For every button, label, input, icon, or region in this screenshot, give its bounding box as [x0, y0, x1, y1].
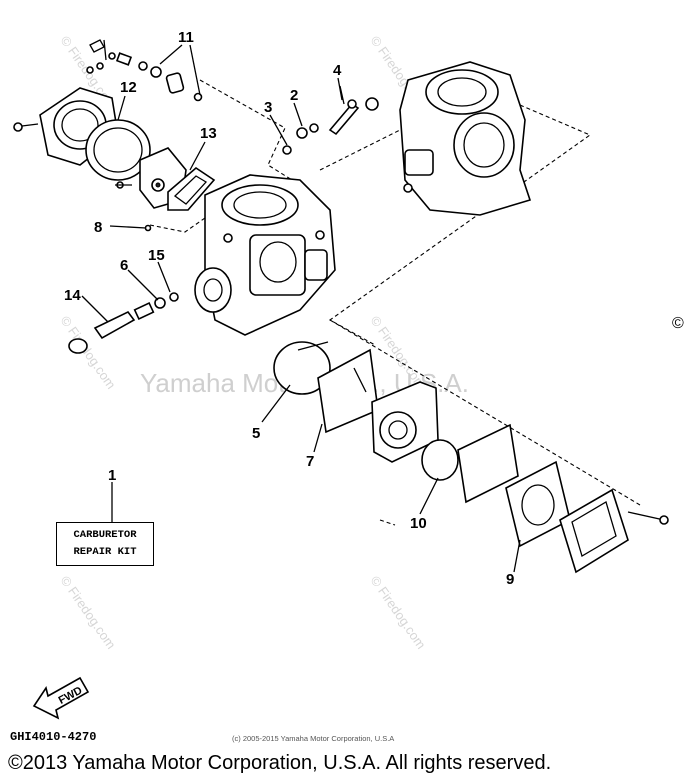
assembly-line-11 [199, 79, 301, 186]
drawing-code: GHI4010-4270 [10, 730, 97, 744]
callout-14: 14 [64, 287, 81, 304]
callout-11: 11 [178, 29, 194, 46]
oring-10 [421, 439, 459, 481]
callout-5: 5 [252, 425, 260, 442]
callout-9: 9 [506, 571, 514, 588]
small-screws-cluster [86, 39, 203, 102]
callout-7: 7 [306, 453, 314, 470]
spring-6 [133, 292, 179, 320]
small-copyright: (c) 2005-2015 Yamaha Motor Corporation, … [232, 734, 395, 743]
repair-kit-label: CARBURETOR REPAIR KIT [56, 522, 154, 566]
carburetor-main [194, 174, 336, 336]
callout-3: 3 [264, 99, 272, 116]
assembly-line-tick [379, 519, 396, 526]
leader-lines [81, 44, 521, 573]
pump-housing [371, 381, 439, 463]
callout-1: 1 [108, 467, 116, 484]
callout-13: 13 [200, 125, 217, 142]
diaphragm-5 [273, 341, 331, 395]
part-2-3 [282, 123, 319, 155]
screw-8 [144, 224, 152, 232]
callout-2: 2 [290, 87, 298, 104]
carburetor-upper-right [365, 61, 532, 216]
adjust-screw-14 [68, 310, 136, 354]
footer-copyright: ©2013 Yamaha Motor Corporation, U.S.A. A… [8, 752, 552, 774]
callout-12: 12 [120, 79, 137, 96]
gasket-plate [457, 423, 519, 504]
edge-copyright-mark: © [672, 315, 684, 332]
callout-6: 6 [120, 257, 128, 274]
fwd-arrow-icon: FWD [32, 676, 90, 720]
repair-kit-line1: CARBURETOR [73, 529, 137, 541]
assembly-line-8 [149, 217, 206, 233]
callout-15: 15 [148, 247, 165, 264]
callout-8: 8 [94, 219, 102, 236]
cover-plate [559, 488, 669, 574]
watermark-firedog-6: © Firedog.com [368, 573, 429, 652]
callout-4: 4 [333, 62, 342, 79]
repair-kit-line2: REPAIR KIT [73, 546, 137, 558]
watermark-firedog-5: © Firedog.com [58, 573, 119, 652]
needle-valve-4 [328, 85, 360, 136]
callout-10: 10 [410, 515, 427, 532]
assembly-line-right [328, 104, 592, 346]
